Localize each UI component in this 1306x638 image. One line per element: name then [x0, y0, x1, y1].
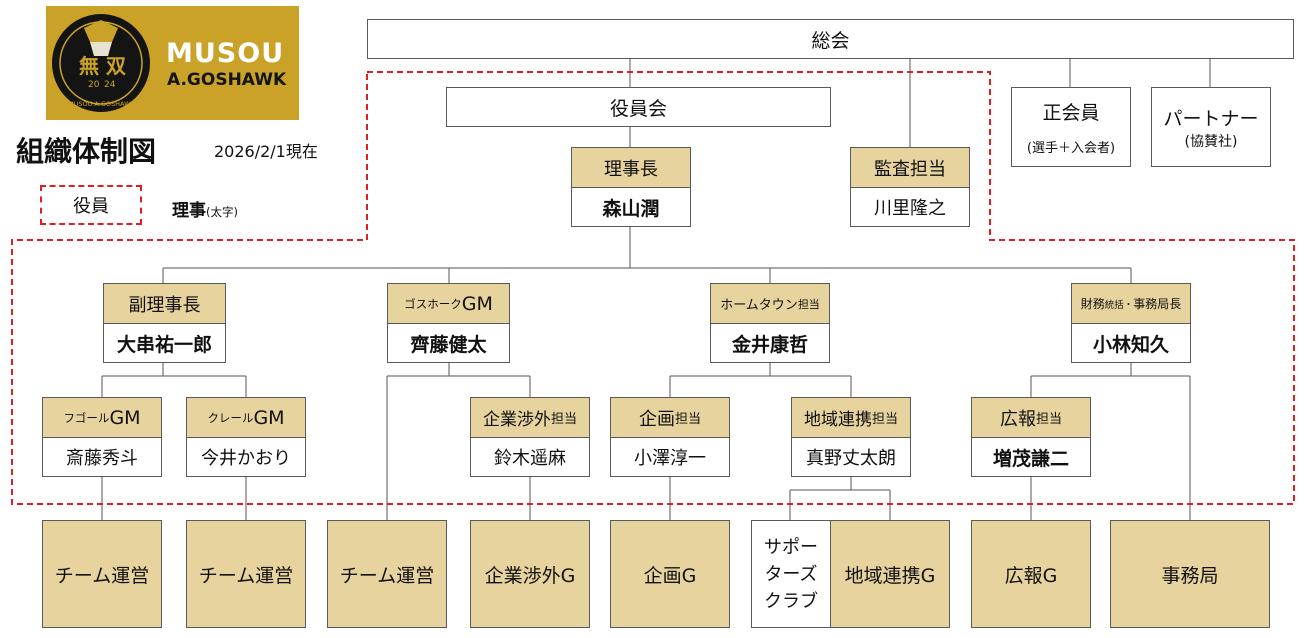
fgoal-gm-role-main: GM	[109, 406, 141, 429]
board-meeting: 役員会	[446, 87, 831, 127]
group-office: 事務局	[1110, 520, 1270, 628]
logo-wordmark: MUSOU	[166, 38, 285, 69]
regional-name: 真野丈太朗	[806, 448, 896, 469]
goshawk-gm-role-main: GM	[461, 292, 493, 315]
supporters-club-line1: サポー	[764, 536, 818, 558]
finance-node: 財務統括・事務局長 小林知久	[1071, 283, 1191, 363]
group-team-ops-2: チーム運営	[186, 520, 306, 628]
auditor-name: 川里隆之	[874, 198, 946, 219]
vice-chairman-role: 副理事長	[104, 284, 225, 324]
finance-role: 財務統括・事務局長	[1072, 284, 1190, 324]
finance-role-main2: 事務局長	[1133, 297, 1182, 311]
emblem-year-right: 24	[104, 80, 116, 90]
regular-member-title: 正会員	[1042, 102, 1100, 124]
finance-role-main: 財務	[1080, 297, 1105, 311]
chairman-node: 理事長 森山潤	[571, 147, 691, 227]
goshawk-gm-role-prefix: ゴスホーク	[404, 296, 462, 311]
emblem-text: 無 双	[79, 54, 126, 78]
legend-officer-label: 役員	[73, 196, 109, 217]
pr-role-main: 広報	[999, 408, 1036, 430]
fgoal-gm-role-prefix: フゴール	[63, 410, 110, 425]
page-title: 組織体制図	[16, 135, 157, 168]
hometown-name: 金井康哲	[731, 333, 808, 356]
corporate-relations-node: 企業渉外担当 鈴木遥麻	[470, 397, 590, 477]
pr-node: 広報担当 増茂謙二	[971, 397, 1091, 477]
legend-director-note: (太字)	[206, 205, 238, 219]
planning-role: 企画担当	[611, 398, 729, 438]
as-of-date: 2026/2/1現在	[214, 142, 318, 161]
hometown-role-main: ホームタウン	[720, 298, 798, 313]
chairman-role: 理事長	[572, 148, 690, 188]
pr-name: 増茂謙二	[992, 447, 1069, 470]
planning-role-suffix: 担当	[674, 412, 701, 427]
hometown-role-suffix: 担当	[797, 297, 820, 311]
corporate-relations-role-suffix: 担当	[550, 412, 577, 427]
vice-chairman-node: 副理事長 大串祐一郎	[103, 283, 226, 363]
supporters-club: サポー ターズ クラブ	[751, 520, 831, 628]
corporate-relations-name: 鈴木遥麻	[494, 448, 566, 469]
planning-role-main: 企画	[638, 408, 675, 430]
goshawk-gm-name: 齊藤健太	[410, 333, 487, 356]
corporate-relations-role: 企業渉外担当	[471, 398, 589, 438]
auditor-node: 監査担当 川里隆之	[850, 147, 970, 227]
supporters-club-line3: クラブ	[764, 590, 818, 612]
finance-role-mid: 統括・	[1104, 299, 1134, 311]
group-pr: 広報G	[971, 520, 1091, 628]
pr-role-suffix: 担当	[1035, 412, 1062, 427]
regional-role-suffix: 担当	[871, 412, 898, 427]
group-regional: 地域連携G	[830, 520, 950, 628]
regular-member-sub: (選手＋入会者)	[1026, 141, 1116, 156]
partner: パートナー (協賛社)	[1151, 87, 1271, 167]
emblem-ring-text: MUSOU A.GOSHAWK F.C.	[68, 100, 149, 108]
supporters-club-line2: ターズ	[764, 563, 818, 585]
crele-gm-name: 今井かおり	[201, 448, 291, 469]
logo-subwordmark: A.GOSHAWK	[167, 70, 287, 90]
legend-director: 理事(太字)	[172, 196, 238, 221]
partner-title: パートナー	[1163, 107, 1259, 130]
regional-role-main: 地域連携	[803, 410, 872, 430]
crele-gm-role-prefix: クレール	[207, 410, 254, 425]
finance-name: 小林知久	[1092, 333, 1169, 356]
fgoal-gm-name: 斎藤秀斗	[66, 448, 138, 469]
vice-chairman-name: 大串祐一郎	[116, 333, 212, 356]
crele-gm-role-main: GM	[253, 406, 285, 429]
general-assembly: 総会	[367, 19, 1294, 59]
group-planning: 企画G	[610, 520, 730, 628]
club-emblem-icon	[52, 14, 150, 112]
legend-officer: 役員	[40, 185, 142, 225]
regional-node: 地域連携担当 真野丈太朗	[791, 397, 911, 477]
emblem-year-left: 20	[88, 80, 100, 90]
pr-role: 広報担当	[972, 398, 1090, 438]
auditor-role: 監査担当	[851, 148, 969, 188]
group-corporate-relations: 企業渉外G	[470, 520, 590, 628]
regional-role: 地域連携担当	[792, 398, 910, 438]
regular-member: 正会員 (選手＋入会者)	[1011, 87, 1131, 167]
corporate-relations-role-main: 企業渉外	[482, 410, 551, 430]
group-team-ops-3: チーム運営	[327, 520, 447, 628]
legend-director-label: 理事	[172, 201, 206, 221]
partner-sub: (協賛社)	[1184, 133, 1238, 150]
officer-boundary	[11, 71, 1295, 505]
chairman-name: 森山潤	[602, 197, 660, 220]
planning-name: 小澤淳一	[634, 448, 706, 469]
planning-node: 企画担当 小澤淳一	[610, 397, 730, 477]
hometown-node: ホームタウン担当 金井康哲	[710, 283, 830, 363]
group-team-ops-1: チーム運営	[42, 520, 162, 628]
club-logo: 無 双 20 24 MUSOU A.GOSHAWK F.C. MUSOU A.G…	[46, 6, 299, 120]
hometown-role: ホームタウン担当	[711, 284, 829, 324]
